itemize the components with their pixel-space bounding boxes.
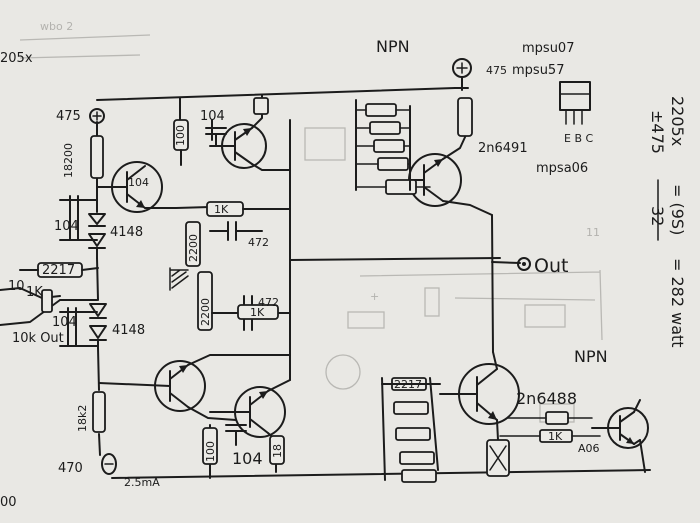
output-terminal — [517, 257, 531, 271]
resistor-18-bottom — [269, 435, 285, 465]
label-100-bottom: 100 — [204, 441, 217, 462]
label-475-right: 475 — [486, 64, 507, 77]
svg-text:+: + — [370, 290, 379, 303]
label-2.5ma: 2.5mA — [124, 476, 160, 489]
label-1k-b: 1K — [250, 306, 265, 319]
package-drawing — [559, 81, 591, 125]
diode-4148-bottom — [89, 303, 107, 349]
label-104-bottom: 104 — [232, 449, 263, 468]
transistor-q1 — [96, 161, 211, 213]
label-2n6491: 2n6491 — [478, 141, 528, 156]
top-right-supply-cap — [452, 58, 472, 91]
margin-282-watt: = 282 watt — [668, 258, 687, 348]
resistor-bank-bottom — [381, 377, 441, 483]
label-1k: 1K — [26, 285, 43, 300]
label-18200: 18200 — [62, 143, 75, 178]
transistor-q3 — [98, 354, 291, 421]
resistor-top-small — [253, 97, 269, 115]
resistor-100-bottom — [202, 427, 218, 465]
label-mpsa06: mpsa06 — [536, 161, 588, 176]
label-104-left: 104 — [54, 219, 79, 234]
label-470: 470 — [58, 461, 83, 476]
bottom-supply-cap — [101, 453, 117, 475]
label-18-bottom: 18 — [271, 444, 284, 458]
resistor-1k-b — [237, 304, 279, 320]
resistor-18200 — [90, 135, 104, 179]
label-4148-top: 4148 — [110, 225, 143, 240]
label-1k-bottom: 1K — [548, 430, 563, 443]
ground-hatch — [169, 267, 189, 291]
label-1k-a: 1K — [214, 203, 229, 216]
trim-network — [0, 287, 98, 326]
capacitor-104-top — [205, 119, 227, 147]
label-mpsu07: mpsu07 — [522, 41, 574, 56]
emitter-resistor-2n6488 — [486, 439, 510, 477]
label-out: Out — [534, 255, 568, 277]
label-472-b: 472 — [258, 296, 279, 309]
margin-9s: = (9S) — [668, 184, 687, 235]
bleed-through-ghosts: wbo 2 + 11 — [19, 20, 603, 423]
label-100: 100 — [174, 125, 187, 146]
label-10k-out: 10k Out — [12, 331, 64, 346]
resistor-18k2 — [92, 391, 106, 433]
corner-bottom-left: 00 — [0, 495, 17, 510]
resistor-100-top — [173, 119, 189, 166]
label-4148-bottom: 4148 — [112, 323, 145, 338]
resistor-2217-left — [19, 262, 99, 278]
capacitor-104-left — [59, 195, 98, 241]
transistor-2n6488 — [439, 351, 520, 441]
resistor-1k-bottom — [499, 429, 601, 443]
label-472-a: 472 — [248, 236, 269, 249]
diode-4148-top — [88, 207, 106, 259]
label-npn-bottom: NPN — [574, 347, 608, 366]
label-q-104: 104 — [128, 176, 149, 189]
margin-475: ±475 — [648, 110, 667, 154]
svg-text:wbo 2: wbo 2 — [40, 20, 73, 33]
label-mpsu57: mpsu57 — [512, 63, 564, 78]
label-18k2: 18k2 — [76, 405, 89, 432]
label-2217-bank: 2217 — [394, 378, 422, 391]
transistor-a06 — [591, 399, 649, 449]
resistor-bank-top — [355, 99, 431, 195]
resistor-18-right — [507, 411, 593, 425]
transistor-2n6491 — [408, 134, 493, 216]
transistor-q2 — [209, 109, 291, 171]
label-2n6488: 2n6488 — [516, 389, 577, 408]
resistor-2200-b — [197, 271, 213, 331]
margin-2205x: 2205x — [668, 96, 687, 146]
capacitor-104-bottom — [225, 424, 247, 446]
label-10: 10 — [8, 279, 25, 294]
top-supply-cap — [89, 108, 105, 124]
svg-text:11: 11 — [586, 226, 600, 239]
label-2200-a: 2200 — [187, 234, 200, 262]
label-a06: A06 — [578, 442, 600, 455]
resistor-mpsu-vertical — [457, 97, 473, 137]
resistor-1k-a — [206, 201, 291, 217]
resistor-2200-a — [185, 221, 201, 267]
label-2217: 2217 — [42, 263, 75, 278]
label-ebc: E B C — [564, 132, 593, 145]
label-npn-top: NPN — [376, 37, 410, 56]
label-104-b: 104 — [52, 315, 77, 330]
label-104-top: 104 — [200, 109, 225, 124]
corner-top-left: 205x — [0, 51, 33, 66]
capacitor-104-b — [59, 307, 98, 347]
label-2200-b: 2200 — [199, 298, 212, 326]
resistor-472-a — [209, 221, 263, 241]
label-475: 475 — [56, 109, 81, 124]
wiring — [96, 87, 651, 479]
